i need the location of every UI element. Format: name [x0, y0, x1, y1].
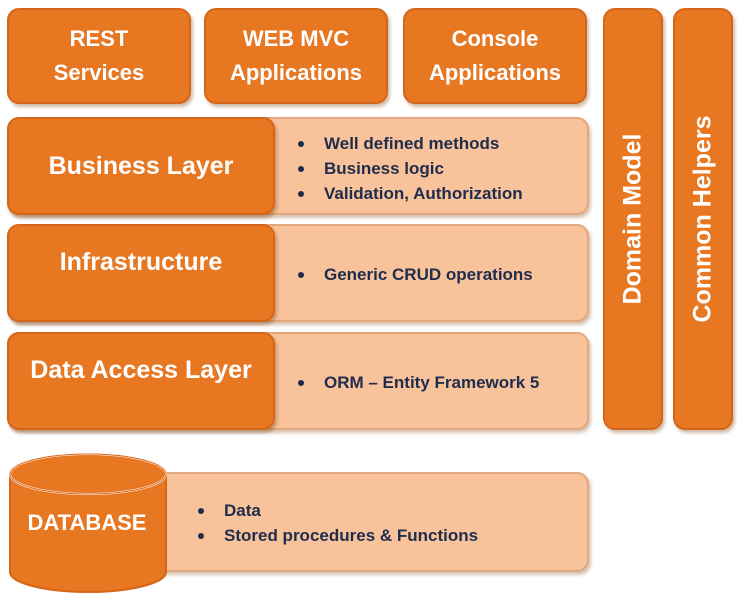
data-access-layer-bullet: ORM – Entity Framework 5	[294, 370, 539, 395]
web-mvc-label-line1: WEB MVC	[242, 26, 350, 51]
web-mvc-label-line2: Applications	[229, 60, 362, 85]
rest-services-box: REST Services	[7, 8, 191, 104]
database-title: DATABASE	[27, 510, 147, 535]
common-helpers-label: Common Helpers	[688, 115, 717, 323]
common-helpers-column: Common Helpers	[673, 8, 733, 430]
database-details	[100, 472, 589, 572]
infrastructure-bullet: Generic CRUD operations	[294, 262, 533, 287]
rest-services-label-line1: REST	[69, 26, 129, 51]
console-applications-box: Console Applications	[403, 8, 587, 104]
business-layer-bullet: Validation, Authorization	[294, 181, 523, 206]
database-bullet: Data	[194, 498, 478, 523]
data-access-layer-bullets: ORM – Entity Framework 5	[294, 370, 539, 395]
business-layer-title: Business Layer	[7, 117, 275, 215]
business-layer-bullet: Well defined methods	[294, 131, 523, 156]
domain-model-label: Domain Model	[618, 133, 647, 305]
rest-services-label-line2: Services	[53, 60, 145, 85]
business-layer-bullets: Well defined methods Business logic Vali…	[294, 131, 523, 206]
infrastructure-title: Infrastructure	[7, 224, 275, 322]
infrastructure-bullets: Generic CRUD operations	[294, 262, 533, 287]
console-label-line1: Console	[451, 26, 539, 51]
web-mvc-applications-box: WEB MVC Applications	[204, 8, 388, 104]
database-bullets: Data Stored procedures & Functions	[194, 498, 478, 548]
database-bullet: Stored procedures & Functions	[194, 523, 478, 548]
data-access-layer-title: Data Access Layer	[7, 332, 275, 430]
data-access-layer-title-text: Data Access Layer	[30, 356, 252, 384]
domain-model-column: Domain Model	[603, 8, 663, 430]
infrastructure-title-text: Infrastructure	[59, 248, 223, 276]
database-cylinder-icon	[9, 453, 167, 593]
business-layer-title-text: Business Layer	[48, 151, 234, 180]
console-label-line2: Applications	[428, 60, 561, 85]
business-layer-bullet: Business logic	[294, 156, 523, 181]
